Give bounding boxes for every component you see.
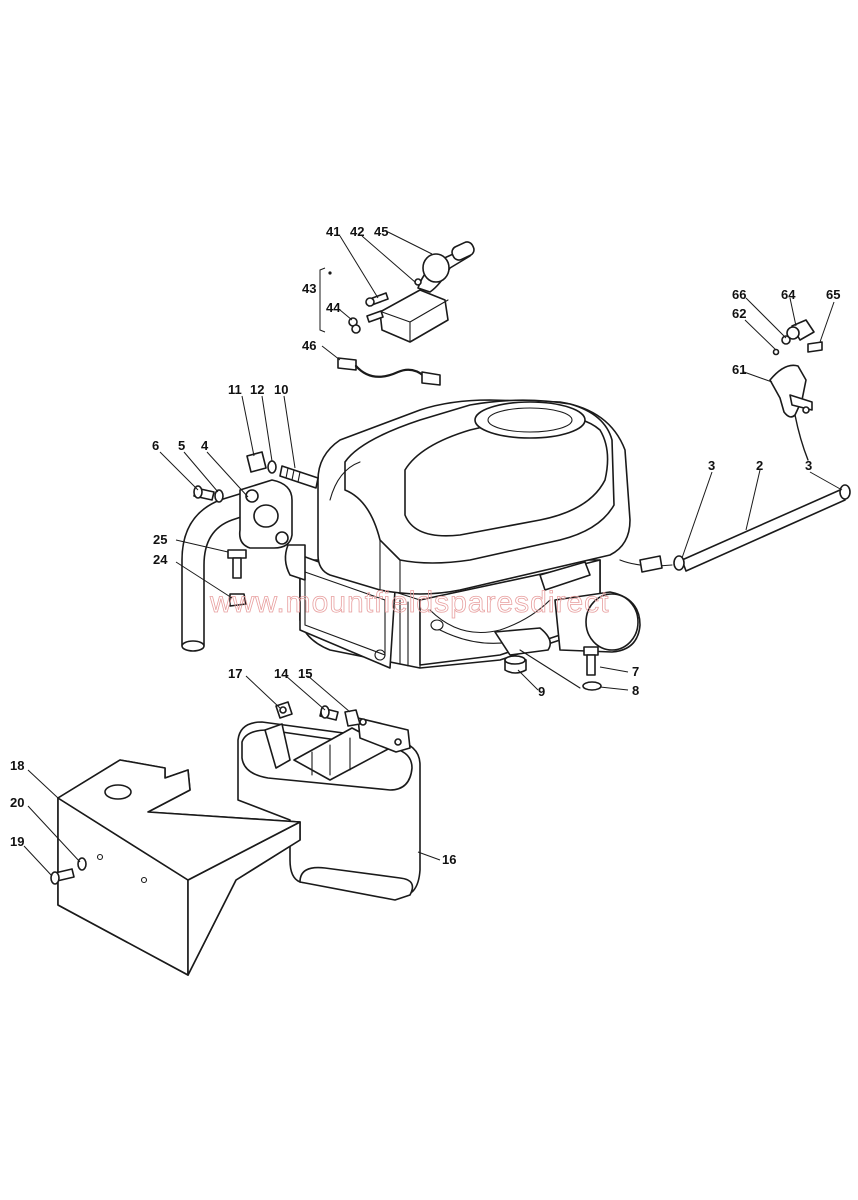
callout-labels: 41 42 45 43 44 46 66 64 65 62 61 11 12 1… xyxy=(10,224,840,867)
callout-15: 15 xyxy=(298,666,312,681)
bolt-25 xyxy=(227,549,247,579)
throttle-bracket xyxy=(769,319,823,461)
nut-15 xyxy=(344,709,361,727)
bolt-19 xyxy=(50,868,75,885)
nut-11 xyxy=(246,451,267,473)
callout-17: 17 xyxy=(228,666,242,681)
callout-12: 12 xyxy=(250,382,264,397)
callout-11: 11 xyxy=(228,382,242,397)
callout-19: 19 xyxy=(10,834,24,849)
bolt-6 xyxy=(193,485,215,501)
callout-14: 14 xyxy=(274,666,289,681)
nut-9 xyxy=(504,655,527,674)
callout-3a: 3 xyxy=(708,458,715,473)
callout-2: 2 xyxy=(756,458,763,473)
bolt-7 xyxy=(583,646,599,676)
throttle-cable xyxy=(619,484,851,573)
callout-44: 44 xyxy=(326,300,341,315)
callout-61: 61 xyxy=(732,362,746,377)
callout-4: 4 xyxy=(201,438,209,453)
callout-10: 10 xyxy=(274,382,288,397)
callout-42: 42 xyxy=(350,224,364,239)
air-duct-16 xyxy=(237,717,421,901)
clip-17 xyxy=(275,701,293,719)
exhaust-pipe xyxy=(181,479,293,652)
callout-25: 25 xyxy=(153,532,167,547)
callout-45: 45 xyxy=(374,224,388,239)
callout-16: 16 xyxy=(442,852,456,867)
callout-24: 24 xyxy=(153,552,168,567)
washer-20 xyxy=(77,857,87,871)
callout-6: 6 xyxy=(152,438,159,453)
wire-harness-46 xyxy=(337,357,441,386)
cover-shield-18 xyxy=(57,759,301,976)
solenoid-assembly xyxy=(319,241,475,343)
watermark-text: www.mountfieldsparesdirect xyxy=(209,586,610,619)
nut-24 xyxy=(229,593,247,607)
stud-10 xyxy=(279,465,319,489)
callout-62: 62 xyxy=(732,306,746,321)
callout-20: 20 xyxy=(10,795,24,810)
callout-43: 43 xyxy=(302,281,316,296)
bolt-14 xyxy=(319,705,339,721)
leader-lines xyxy=(23,231,843,877)
callout-18: 18 xyxy=(10,758,24,773)
callout-8: 8 xyxy=(632,683,639,698)
callout-5: 5 xyxy=(178,438,185,453)
washer-8 xyxy=(582,681,602,691)
callout-41: 41 xyxy=(326,224,340,239)
callout-65: 65 xyxy=(826,287,840,302)
callout-3b: 3 xyxy=(805,458,812,473)
engine-block xyxy=(284,399,641,689)
callout-66: 66 xyxy=(732,287,746,302)
washer-12 xyxy=(267,460,277,474)
callout-7: 7 xyxy=(632,664,639,679)
washer-5 xyxy=(214,489,224,503)
callout-46: 46 xyxy=(302,338,316,353)
callout-64: 64 xyxy=(781,287,796,302)
callout-9: 9 xyxy=(538,684,545,699)
